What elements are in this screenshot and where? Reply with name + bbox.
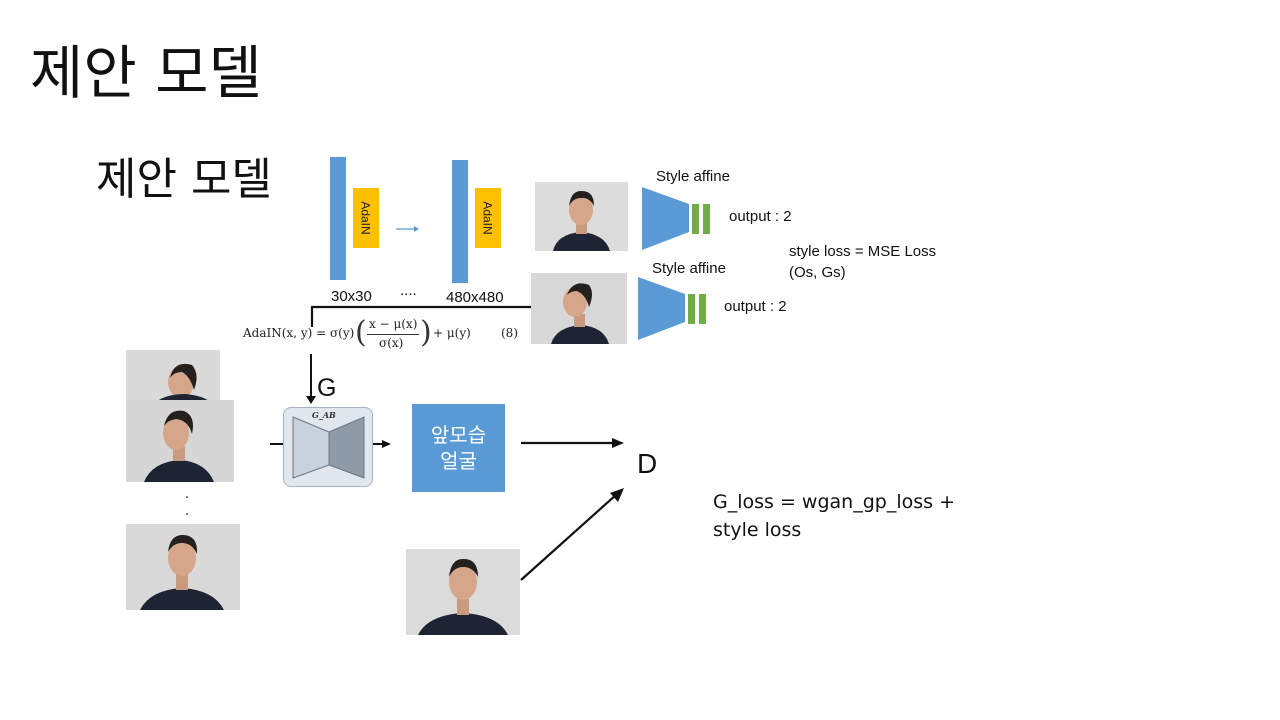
equation-rhs: + μ(y) [433,326,471,340]
front-face-label-line1: 앞모습 [430,423,487,447]
input-face-side-back [126,350,220,402]
input-face-three-quarter [126,400,234,482]
equation-paren-right: ) [420,315,432,350]
feature-bar-low [330,157,346,280]
face-photo-front-top [535,182,628,251]
face-photo-side-top [531,273,627,344]
equation-number: (8) [501,326,518,340]
real-front-face-photo [406,549,520,635]
g-loss-text: G_loss = wgan_gp_loss + style loss [713,491,955,541]
front-face-output-box: 앞모습 얼굴 [412,404,505,492]
adain-equation: AdaIN(x, y) = σ(y) ( x − μ(x) σ(x) ) + μ… [243,315,533,351]
input-face-slight-turn [126,524,240,610]
style-loss-line2: (Os, Gs) [789,264,846,281]
generator-box: G_AB [283,407,373,487]
adain-block-high: AdaIN [475,188,501,248]
style-affine-head-2 [638,277,706,340]
style-loss-line1: style loss = MSE Loss [789,243,937,260]
output-label-2: output : 2 [724,298,787,315]
diagram-subtitle: 제안 모델 [96,154,272,205]
equation-lhs: AdaIN(x, y) = σ(y) [243,326,355,340]
generator-box-label: G_AB [312,410,336,420]
equation-paren-left: ( [355,315,367,350]
resolution-high-label: 480x480 [446,289,504,306]
generator-label: G [317,374,337,402]
output-label-1: output : 2 [729,208,792,225]
style-affine-label-1: Style affine [656,168,730,185]
resolution-dots: .... [400,282,417,299]
equation-fraction-bar [367,334,419,335]
equation-numerator: x − μ(x) [369,317,418,331]
front-face-label-line2: 얼굴 [440,449,477,473]
resolution-low-label: 30x30 [331,288,372,305]
feature-bar-high [452,160,468,283]
discriminator-label: D [637,448,658,479]
equation-denominator: σ(x) [379,336,404,350]
page-title: 제안 모델 [30,39,262,107]
small-arrow [396,226,419,232]
style-affine-label-2: Style affine [652,260,726,277]
style-affine-head-1 [642,187,710,250]
vertical-dots: . . [185,487,190,519]
adain-block-low: AdaIN [353,188,379,248]
